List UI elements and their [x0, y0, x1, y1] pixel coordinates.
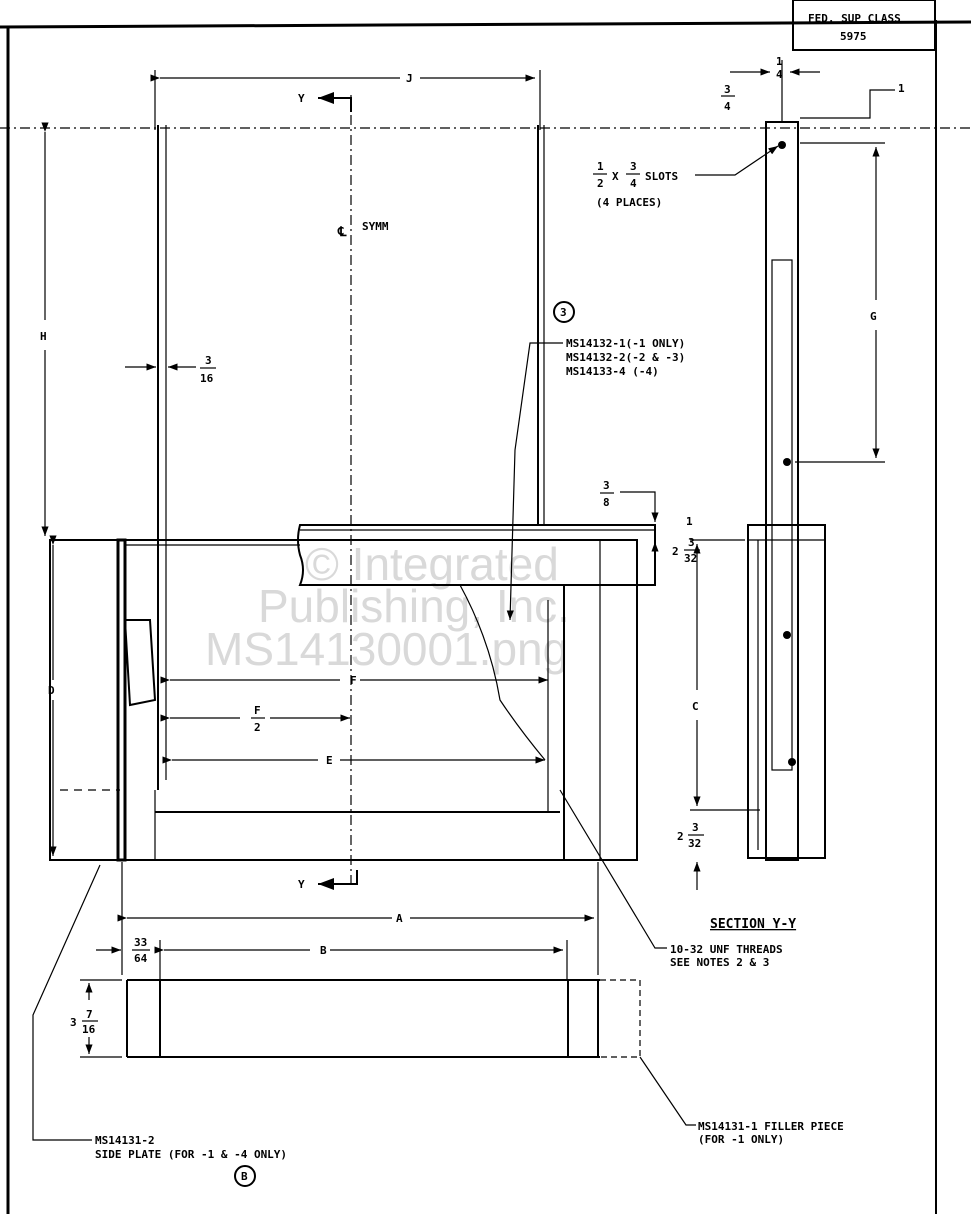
dimension-b: B	[154, 940, 568, 980]
filler-piece-view	[126, 979, 641, 1058]
dimension-a: A	[117, 862, 599, 975]
svg-text:X: X	[612, 170, 619, 183]
svg-text:J: J	[406, 72, 413, 85]
svg-text:4: 4	[776, 68, 783, 81]
svg-text:10-32 UNF THREADS: 10-32 UNF THREADS	[670, 943, 783, 956]
svg-text:2: 2	[677, 830, 684, 843]
svg-text:B: B	[241, 1170, 248, 1183]
svg-text:H: H	[40, 330, 47, 343]
dimension-3-8: 3 8	[600, 479, 659, 522]
main-body-front-view	[49, 538, 638, 862]
dimension-f: F	[160, 674, 548, 687]
svg-text:32: 32	[688, 837, 701, 850]
svg-text:8: 8	[603, 496, 610, 509]
svg-text:1: 1	[686, 515, 693, 528]
callout-filler-piece: MS14131-1 FILLER PIECE (FOR -1 ONLY)	[639, 1056, 844, 1146]
svg-text:A: A	[396, 912, 403, 925]
svg-text:16: 16	[82, 1023, 96, 1036]
svg-text:℄: ℄	[337, 225, 347, 240]
svg-text:4: 4	[630, 177, 637, 190]
svg-text:16: 16	[200, 372, 214, 385]
svg-text:1: 1	[776, 55, 783, 68]
svg-text:C: C	[692, 700, 699, 713]
svg-text:F: F	[350, 674, 357, 687]
svg-text:5975: 5975	[840, 30, 867, 43]
svg-text:MS14133-4 (-4): MS14133-4 (-4)	[566, 365, 659, 378]
dimension-j: J	[150, 70, 541, 130]
svg-text:Publishing, Inc.: Publishing, Inc.	[258, 580, 570, 632]
svg-text:SYMM: SYMM	[362, 220, 389, 233]
dimension-2-3-32-top: 2 3 32 1	[651, 515, 700, 565]
svg-text:B: B	[320, 944, 327, 957]
svg-text:MS14132-2(-2 & -3): MS14132-2(-2 & -3)	[566, 351, 685, 364]
section-cut-line-y: Y Y ℄ SYMM	[298, 92, 389, 891]
svg-text:Y: Y	[298, 878, 305, 891]
svg-text:© Integrated: © Integrated	[305, 538, 559, 590]
svg-text:SIDE PLATE (FOR -1 & -4 ONLY): SIDE PLATE (FOR -1 & -4 ONLY)	[95, 1148, 287, 1161]
callout-side-plate: MS14131-2 SIDE PLATE (FOR -1 & -4 ONLY) …	[32, 864, 287, 1187]
svg-text:2: 2	[672, 545, 679, 558]
dimension-e: E	[162, 754, 545, 767]
svg-text:7: 7	[86, 1008, 93, 1021]
svg-text:33: 33	[134, 936, 147, 949]
svg-text:SECTION Y-Y: SECTION Y-Y	[710, 917, 796, 932]
svg-text:(4 PLACES): (4 PLACES)	[596, 196, 662, 209]
svg-text:3: 3	[70, 1016, 77, 1029]
svg-text:3: 3	[688, 536, 695, 549]
svg-text:MS14132-1(-1 ONLY): MS14132-1(-1 ONLY)	[566, 337, 685, 350]
svg-text:MS14131-2: MS14131-2	[95, 1134, 155, 1147]
svg-text:D: D	[48, 684, 55, 697]
svg-text:E: E	[326, 754, 333, 767]
svg-text:1: 1	[597, 160, 604, 173]
svg-text:3: 3	[630, 160, 637, 173]
dimension-3-16: 3 16	[125, 354, 216, 385]
section-y-y-view: 1 4 3 4 1 SECTION Y-Y	[710, 55, 905, 932]
dimension-c: C	[690, 539, 760, 811]
svg-text:3: 3	[205, 354, 212, 367]
svg-text:32: 32	[684, 552, 697, 565]
svg-text:F: F	[254, 704, 261, 717]
callout-threads: 10-32 UNF THREADS SEE NOTES 2 & 3	[559, 789, 783, 969]
dimension-d: D	[48, 535, 57, 856]
top-plate	[297, 524, 656, 586]
dimension-33-64: 33 64	[96, 936, 150, 965]
callout-slots: 1 2 X 3 4 SLOTS (4 PLACES)	[593, 145, 779, 209]
svg-text:SLOTS: SLOTS	[645, 170, 678, 183]
svg-text:FED. SUP CLASS: FED. SUP CLASS	[808, 12, 901, 25]
sheet-border	[0, 20, 971, 1214]
svg-text:2: 2	[597, 177, 604, 190]
svg-text:SEE NOTES 2 & 3: SEE NOTES 2 & 3	[670, 956, 769, 969]
svg-text:2: 2	[254, 721, 261, 734]
dimension-3-7-16: 3 7 16	[70, 979, 122, 1058]
svg-text:MS14130001.png: MS14130001.png	[205, 623, 568, 675]
svg-text:4: 4	[724, 100, 731, 113]
svg-text:MS14131-1 FILLER PIECE: MS14131-1 FILLER PIECE	[698, 1120, 844, 1133]
dimension-h: H	[40, 122, 49, 536]
dimension-g: G	[795, 142, 885, 463]
watermark: © Integrated Publishing, Inc. MS14130001…	[205, 538, 570, 675]
callout-part-3: 3 MS14132-1(-1 ONLY) MS14132-2(-2 & -3) …	[506, 301, 685, 621]
svg-text:3: 3	[692, 821, 699, 834]
svg-text:3: 3	[560, 306, 567, 319]
svg-text:3: 3	[724, 83, 731, 96]
svg-text:64: 64	[134, 952, 148, 965]
svg-text:1: 1	[898, 82, 905, 95]
dimension-2-3-32-bottom: 2 3 32	[677, 821, 704, 890]
svg-text:Y: Y	[298, 92, 305, 105]
svg-text:(FOR -1 ONLY): (FOR -1 ONLY)	[698, 1133, 784, 1146]
title-block: FED. SUP CLASS 5975	[792, 0, 936, 51]
svg-text:G: G	[870, 310, 877, 323]
mounting-rods	[157, 125, 545, 790]
dimension-f-half: F 2	[160, 704, 350, 734]
svg-text:3: 3	[603, 479, 610, 492]
